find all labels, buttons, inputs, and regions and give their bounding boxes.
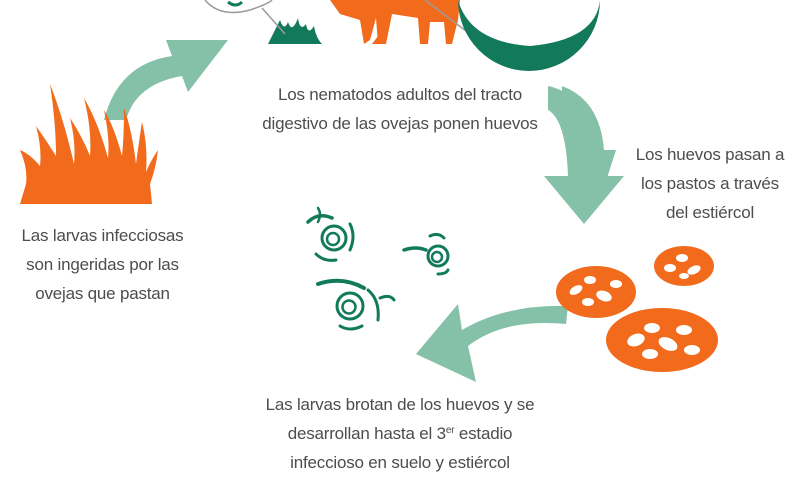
eggs-group <box>556 246 718 372</box>
caption-infective-line-1: Las larvas infecciosas <box>21 226 184 245</box>
caption-eggs-line-1: Los huevos pasan a <box>635 145 785 164</box>
larvae-group <box>306 206 450 331</box>
caption-eggs-line-3: del estiércol <box>665 203 755 222</box>
caption-larvae-hatch: Las larvas brotan de los huevos y se des… <box>235 390 565 477</box>
caption-hatch-line-2-b: estadio <box>454 424 513 443</box>
nematode-circle-icon <box>424 0 600 71</box>
caption-adult-nematodes: Los nematodos adultos del tracto digesti… <box>240 80 560 138</box>
caption-eggs-to-pasture: Los huevos pasan a los pastos a través d… <box>620 140 800 227</box>
caption-adult-nematodes-line-2: digestivo de las ovejas ponen huevos <box>262 114 538 133</box>
larva-icon-1 <box>306 206 355 262</box>
arrow-grass-to-sheep <box>104 40 228 120</box>
caption-hatch-line-1: Las larvas brotan de los huevos y se <box>265 395 535 414</box>
caption-eggs-line-2: los pastos a través <box>641 174 779 193</box>
caption-hatch-line-2-a: desarrollan hasta el 3 <box>287 424 446 443</box>
egg-icon-1 <box>556 266 636 318</box>
caption-infective-line-3: ovejas que pastan <box>35 284 170 303</box>
arrow-eggs-to-larvae <box>416 304 568 382</box>
caption-infective-larvae: Las larvas infecciosas son ingeridas por… <box>0 221 205 308</box>
magnifier-circle-left <box>204 0 286 35</box>
egg-icon-3 <box>606 308 718 372</box>
caption-infective-line-2: son ingeridas por las <box>26 255 179 274</box>
caption-hatch-superscript: er <box>445 425 455 436</box>
egg-icon-2 <box>654 246 714 286</box>
larva-icon-2 <box>402 232 450 276</box>
caption-hatch-line-2: desarrollan hasta el 3er estadio <box>235 419 565 448</box>
caption-hatch-line-3: infeccioso en suelo y estiércol <box>290 453 510 472</box>
larva-icon-3 <box>316 278 396 331</box>
arrow-adults-to-eggs <box>544 86 624 224</box>
grass-orange-icon <box>20 84 158 204</box>
sheep-illustration <box>330 0 460 44</box>
grass-tuft-small <box>268 18 322 44</box>
caption-adult-nematodes-line-1: Los nematodos adultos del tracto <box>277 85 523 104</box>
